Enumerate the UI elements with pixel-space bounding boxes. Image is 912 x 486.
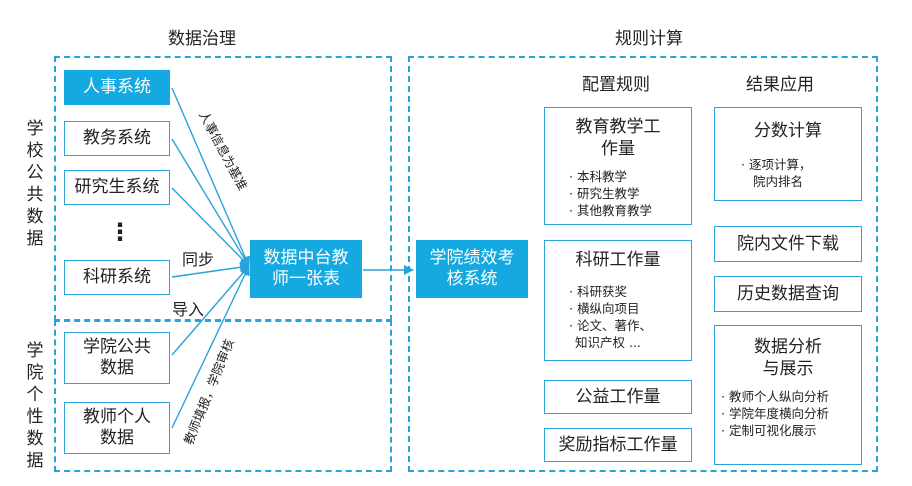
data-analysis-list: · 教师个人纵向分析 · 学院年度横向分析 · 定制可视化展示 <box>715 380 861 439</box>
governance-title: 数据治理 <box>168 29 236 49</box>
list-item: · 定制可视化展示 <box>721 423 817 438</box>
list-item: · 本科教学 <box>569 169 627 184</box>
research-system-box[interactable]: 科研系统 <box>64 260 170 295</box>
line-academic-to-hub <box>171 138 250 267</box>
graduate-system-box[interactable]: 研究生系统 <box>64 170 170 205</box>
line-research-to-hub <box>171 262 250 278</box>
list-item: · 学院年度横向分析 <box>721 406 829 421</box>
data-hub-box[interactable]: 数据中台教师一张表 <box>250 240 362 298</box>
college-public-data-label: 学院公共数据 <box>83 337 151 378</box>
data-hub-label: 数据中台教师一张表 <box>263 248 349 289</box>
import-label: 导入 <box>172 300 205 319</box>
region-rules <box>408 56 878 472</box>
list-item: · 科研获奖 <box>569 284 627 299</box>
score-calculation-title: 分数计算 <box>754 121 822 141</box>
research-workload-list: · 科研获奖 · 横纵向项目 · 论文、著作、 知识产权 ... <box>545 271 691 351</box>
list-item: · 逐项计算， <box>741 157 812 172</box>
hr-system-box[interactable]: 人事系统 <box>64 70 170 105</box>
line-personal-to-hub <box>171 265 250 429</box>
line-graduate-to-hub <box>171 187 250 267</box>
sync-label: 同步 <box>182 250 215 269</box>
region-college <box>54 320 392 472</box>
list-item: · 研究生教学 <box>569 186 640 201</box>
college-public-data-box[interactable]: 学院公共数据 <box>64 332 170 384</box>
history-query-box[interactable]: 历史数据查询 <box>714 276 862 312</box>
teaching-workload-title: 教育教学工作量 <box>575 117 661 159</box>
school-public-data-label: 学校公共数据 <box>26 119 44 249</box>
teacher-personal-data-label: 教师个人数据 <box>83 407 151 448</box>
list-item: 知识产权 ... <box>575 335 641 350</box>
file-download-box[interactable]: 院内文件下载 <box>714 226 862 262</box>
public-welfare-workload-box[interactable]: 公益工作量 <box>544 380 692 414</box>
score-calculation-list: · 逐项计算， 院内排名 <box>715 142 861 190</box>
score-calculation-card[interactable]: 分数计算 · 逐项计算， 院内排名 <box>714 107 862 201</box>
performance-system-box[interactable]: 学院绩效考核系统 <box>416 240 528 298</box>
list-item: 院内排名 <box>753 174 804 189</box>
ellipsis-icon: ⋮ <box>108 218 132 246</box>
research-workload-card[interactable]: 科研工作量 · 科研获奖 · 横纵向项目 · 论文、著作、 知识产权 ... <box>544 240 692 361</box>
performance-system-label: 学院绩效考核系统 <box>429 248 515 289</box>
line-public-to-hub <box>171 265 250 356</box>
research-workload-title: 科研工作量 <box>575 250 661 270</box>
list-item: · 论文、著作、 <box>569 318 652 333</box>
teaching-workload-list: · 本科教学 · 研究生教学 · 其他教育教学 <box>545 160 691 219</box>
rules-title: 规则计算 <box>615 29 683 49</box>
academic-system-box[interactable]: 教务系统 <box>64 121 170 156</box>
result-application-title: 结果应用 <box>746 75 814 95</box>
data-analysis-card[interactable]: 数据分析与展示 · 教师个人纵向分析 · 学院年度横向分析 · 定制可视化展示 <box>714 325 862 465</box>
teaching-workload-card[interactable]: 教育教学工作量 · 本科教学 · 研究生教学 · 其他教育教学 <box>544 107 692 225</box>
data-analysis-title: 数据分析与展示 <box>754 337 822 379</box>
college-data-label: 学院个性数据 <box>26 341 44 471</box>
list-item: · 教师个人纵向分析 <box>721 389 829 404</box>
award-workload-box[interactable]: 奖励指标工作量 <box>544 428 692 462</box>
teacher-personal-data-box[interactable]: 教师个人数据 <box>64 402 170 454</box>
list-item: · 横纵向项目 <box>569 301 640 316</box>
config-rules-title: 配置规则 <box>582 75 650 95</box>
line-hr-to-hub <box>171 87 251 267</box>
list-item: · 其他教育教学 <box>569 203 652 218</box>
